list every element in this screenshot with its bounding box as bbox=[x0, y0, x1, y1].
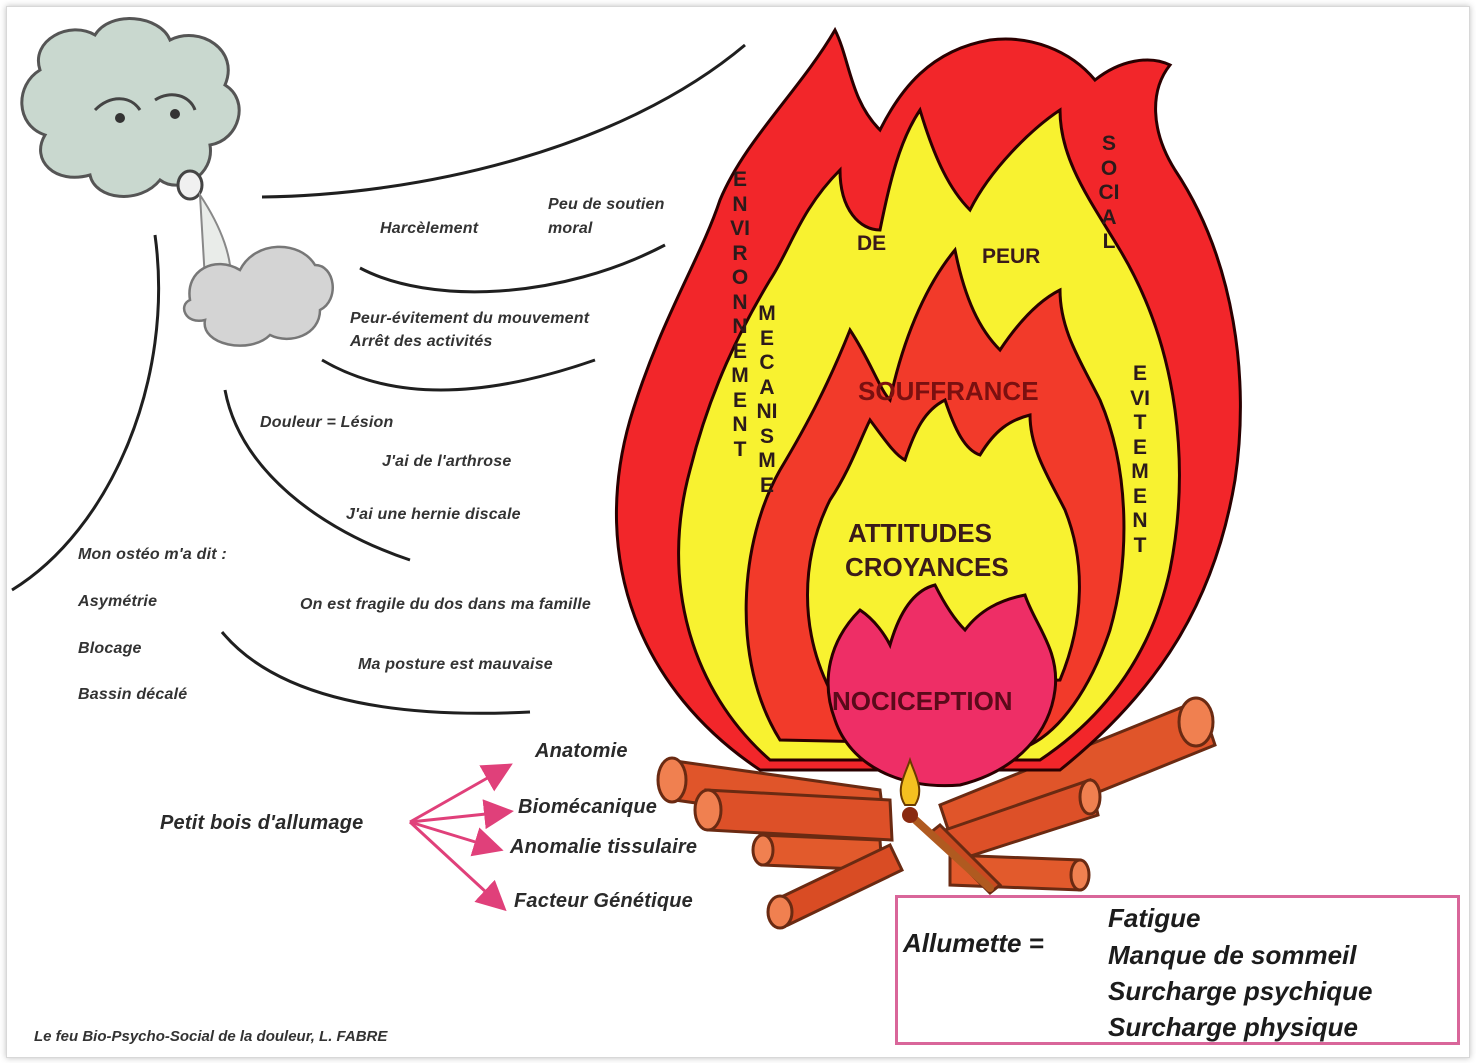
match-item: Manque de sommeil bbox=[1108, 940, 1357, 971]
kindling-item: Anatomie bbox=[535, 740, 628, 763]
arthrose-label: J'ai de l'arthrose bbox=[382, 453, 511, 471]
de-label: DE bbox=[857, 232, 886, 256]
match-label: Allumette = bbox=[903, 928, 1044, 959]
kindling-item: Biomécanique bbox=[518, 796, 657, 819]
douleur-lesion-label: Douleur = Lésion bbox=[260, 414, 393, 432]
match-item: Surcharge psychique bbox=[1108, 976, 1372, 1007]
arret-label: Arrêt des activités bbox=[350, 333, 493, 351]
environnement-label: ENVIRONNEMENT bbox=[728, 168, 752, 462]
kindling-arrows bbox=[410, 768, 505, 905]
fragile-label: On est fragile du dos dans ma famille bbox=[300, 596, 591, 614]
posture-label: Ma posture est mauvaise bbox=[358, 656, 553, 674]
kindling-item: Facteur Génétique bbox=[514, 890, 693, 913]
bassin-label: Bassin décalé bbox=[78, 686, 187, 704]
hernie-label: J'ai une hernie discale bbox=[346, 506, 521, 524]
match-item: Fatigue bbox=[1108, 903, 1200, 934]
wind-cloud-icon bbox=[22, 19, 333, 346]
match-item: Surcharge physique bbox=[1108, 1012, 1358, 1043]
blocage-label: Blocage bbox=[78, 640, 142, 658]
asymetrie-label: Asymétrie bbox=[78, 593, 157, 611]
social-label: SOCIAL bbox=[1097, 132, 1121, 255]
osteo-label: Mon ostéo m'a dit : bbox=[78, 546, 227, 564]
caption: Le feu Bio-Psycho-Social de la douleur, … bbox=[34, 1028, 387, 1045]
peur-label: PEUR bbox=[982, 245, 1040, 269]
harcelement-label: Harcèlement bbox=[380, 220, 478, 238]
souffrance-label: SOUFFRANCE bbox=[858, 376, 1039, 407]
kindling-label: Petit bois d'allumage bbox=[160, 812, 363, 835]
croyances-label: CROYANCES bbox=[845, 552, 1009, 583]
nociception-label: NOCICEPTION bbox=[832, 686, 1013, 717]
peur-evitement-label: Peur-évitement du mouvement bbox=[350, 310, 589, 328]
kindling-item: Anomalie tissulaire bbox=[510, 836, 697, 859]
attitudes-label: ATTITUDES bbox=[848, 518, 992, 549]
evitement-label: EVITEMENT bbox=[1128, 362, 1152, 558]
mecanisme-label: MECANISME bbox=[755, 302, 779, 498]
peu-soutien-label: Peu de soutien moral bbox=[548, 193, 665, 241]
